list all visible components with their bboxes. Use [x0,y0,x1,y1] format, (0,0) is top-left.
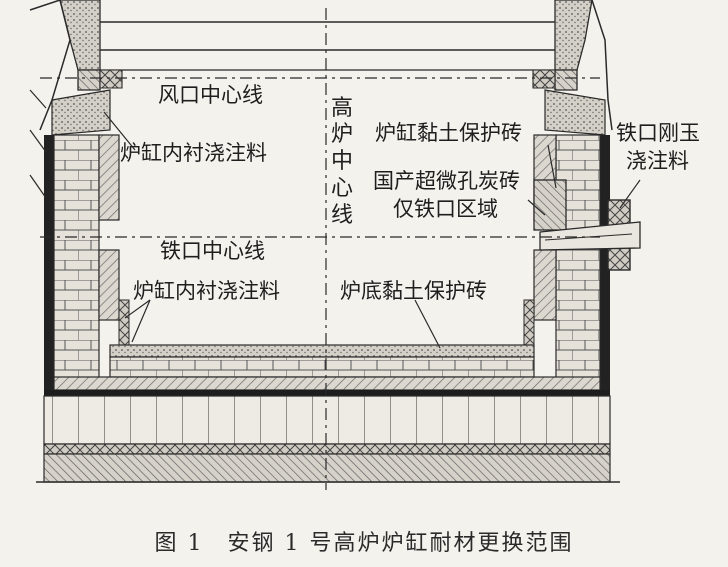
hearth-bottom [36,344,620,483]
label-domestic-carbon-line2: 仅铁口区域 [393,197,498,221]
furnace-centerline-char-3: 中 [331,149,353,174]
right-tuyere-region [532,0,613,136]
furnace-centerline-char-2: 炉 [331,122,353,147]
label-hearth-lining-castable-upper: 炉缸内衬浇注料 [120,141,267,165]
label-taphole-centerline: 铁口中心线 [160,239,265,263]
label-hearth-clay-brick: 炉缸黏土保护砖 [375,121,522,145]
furnace-centerline-char-4: 心 [331,176,353,201]
label-furnace-centerline: 高 炉 中 心 线 [331,96,353,228]
furnace-centerline-char-1: 高 [331,96,353,121]
left-hearth-wall [44,134,130,391]
left-tuyere-region [29,0,123,136]
label-tuyere-centerline: 风口中心线 [158,83,263,107]
label-domestic-carbon-line1: 国产超微孔炭砖 [373,169,520,193]
figure-caption: 图 1 安钢 1 号高炉炉缸耐材更换范围 [154,531,574,556]
leader-lines [29,89,641,349]
centerlines [40,8,600,490]
right-hearth-wall [523,134,610,391]
label-hearth-lining-castable-lower: 炉缸内衬浇注料 [133,279,280,303]
top-structure [100,21,555,71]
label-taphole-castable-line1: 铁口刚玉 [616,121,700,145]
label-taphole-castable-line2: 浇注料 [626,149,689,173]
hearth-diagram: 风口中心线 炉缸内衬浇注料 高 炉 中 心 线 炉缸黏土保护砖 国产超微孔炭砖 … [29,0,700,490]
taphole-block [539,199,641,271]
furnace-centerline-char-5: 线 [331,203,353,228]
label-bottom-clay-brick: 炉底黏土保护砖 [340,279,487,303]
